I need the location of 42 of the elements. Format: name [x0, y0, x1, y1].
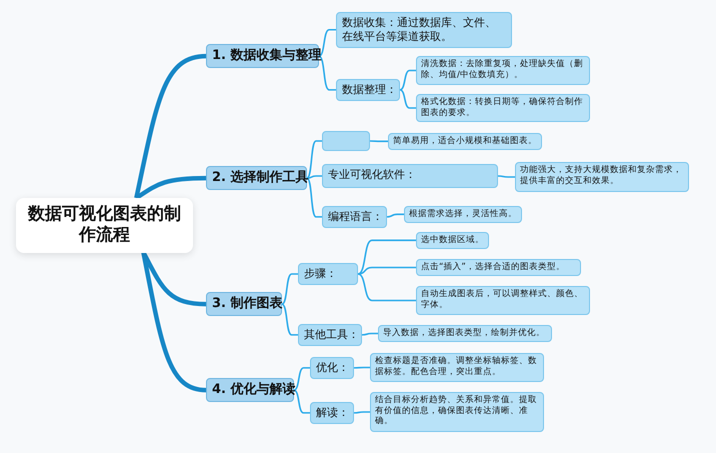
- subtopic-box: 优化：: [310, 357, 354, 379]
- note-box: 导入数据，选择图表类型，绘制并优化。: [378, 325, 552, 342]
- branch-line: [135, 176, 206, 200]
- branch-line: [354, 411, 370, 414]
- branch-line: [386, 214, 404, 218]
- branch-line: [306, 140, 322, 179]
- subtopic-box: 其他工具：: [298, 324, 362, 346]
- branch-line: [354, 366, 370, 369]
- branch-line: [358, 273, 416, 302]
- main-topic-box: 4. 优化与解读: [206, 378, 294, 402]
- branch-line: [498, 175, 515, 178]
- note-box: 清洗数据：去除重复项，处理缺失值（删除、均值/中位数填充）。: [416, 56, 590, 85]
- note-box: 检查标题是否准确。调整坐标轴标签、数据标签。配色合理，突出重点。: [370, 353, 544, 382]
- branch-line: [358, 240, 416, 275]
- note-box: 选中数据区域。: [416, 232, 489, 249]
- subtopic-box: 编程语言：: [322, 206, 387, 228]
- note-box: 结合目标分析趋势、关系和异常值。提取有价值的信息，确保图表传达清晰、准确。: [370, 392, 544, 432]
- branch-line: [134, 54, 206, 198]
- branch-line: [400, 89, 416, 109]
- note-box: 功能强大，支持大规模数据和复杂需求，提供丰富的交互和效果。: [515, 162, 689, 192]
- subtopic-box: 步骤：: [298, 263, 358, 285]
- subtopic-box: 解读：: [310, 402, 354, 424]
- subtopic-box: [322, 131, 370, 151]
- note-box: 自动生成图表后，可以调整样式、颜色、字体。: [416, 286, 590, 315]
- branch-line: [358, 266, 416, 275]
- note-box: 点击“插入”，选择合适的图表类型。: [416, 259, 581, 276]
- central-topic-box: 数据可视化图表的制作流程: [16, 198, 193, 252]
- branch-line: [362, 332, 378, 336]
- subtopic-box: 数据整理：: [336, 79, 400, 101]
- main-topic-box: 2. 选择制作工具: [206, 166, 307, 190]
- note-box: 简单易用，适合小规模和基础图表。: [388, 133, 542, 150]
- main-topic-box: 3. 制作图表: [206, 292, 282, 316]
- subtopic-box: 专业可视化软件：: [322, 164, 498, 188]
- branch-line: [370, 140, 388, 142]
- note-box: 根据需求选择，灵活性高。: [404, 206, 522, 223]
- main-topic-box: 1. 数据收集与整理: [206, 44, 319, 68]
- note-box: 格式化数据：转换日期等，确保符合制作图表的要求。: [416, 94, 590, 122]
- branch-line: [306, 175, 322, 179]
- subtopic-box: 数据收集：通过数据库、文件、在线平台等渠道获取。: [336, 12, 512, 48]
- branch-line: [306, 177, 322, 218]
- branch-line: [141, 252, 206, 392]
- branch-line: [400, 70, 416, 91]
